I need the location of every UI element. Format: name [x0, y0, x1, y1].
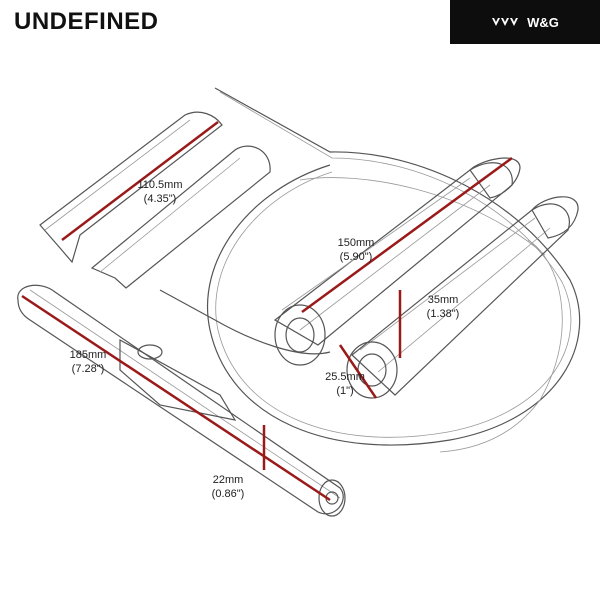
half-sleeves [39, 111, 271, 289]
wing-chevrons-icon [492, 18, 519, 26]
tube-length-dimension-line [21, 294, 331, 502]
grip-left [273, 157, 521, 366]
tube-diameter-mm: 22mm [213, 474, 244, 486]
page-title: UNDEFINED [14, 8, 159, 35]
dimension-lines [21, 121, 513, 502]
grip-right [346, 196, 579, 399]
grip-length-dimension-line [301, 156, 513, 314]
inner-tube [17, 284, 346, 517]
tube-length-mm: 185mm [70, 349, 107, 361]
grip-length-in: (5.90") [340, 251, 373, 263]
grip-length-mm: 150mm [338, 237, 375, 249]
tube-length-in: (7.28") [72, 363, 105, 375]
sleeve-length-in: (4.35") [144, 193, 177, 205]
brand-name: W&G [527, 14, 559, 30]
end-diameter-dimension-line [338, 344, 378, 399]
sleeve-dimension-line [61, 121, 219, 241]
brand-badge: W&G [450, 0, 600, 44]
grip-diameter-in: (1.38") [427, 308, 460, 320]
end-diameter-mm: 25.5mm [325, 371, 365, 383]
end-diameter-in: (1") [336, 385, 353, 397]
sleeve-length-mm: 110.5mm [137, 179, 182, 191]
tube-diameter-in: (0.86") [212, 488, 245, 500]
grip-diameter-mm: 35mm [428, 294, 459, 306]
